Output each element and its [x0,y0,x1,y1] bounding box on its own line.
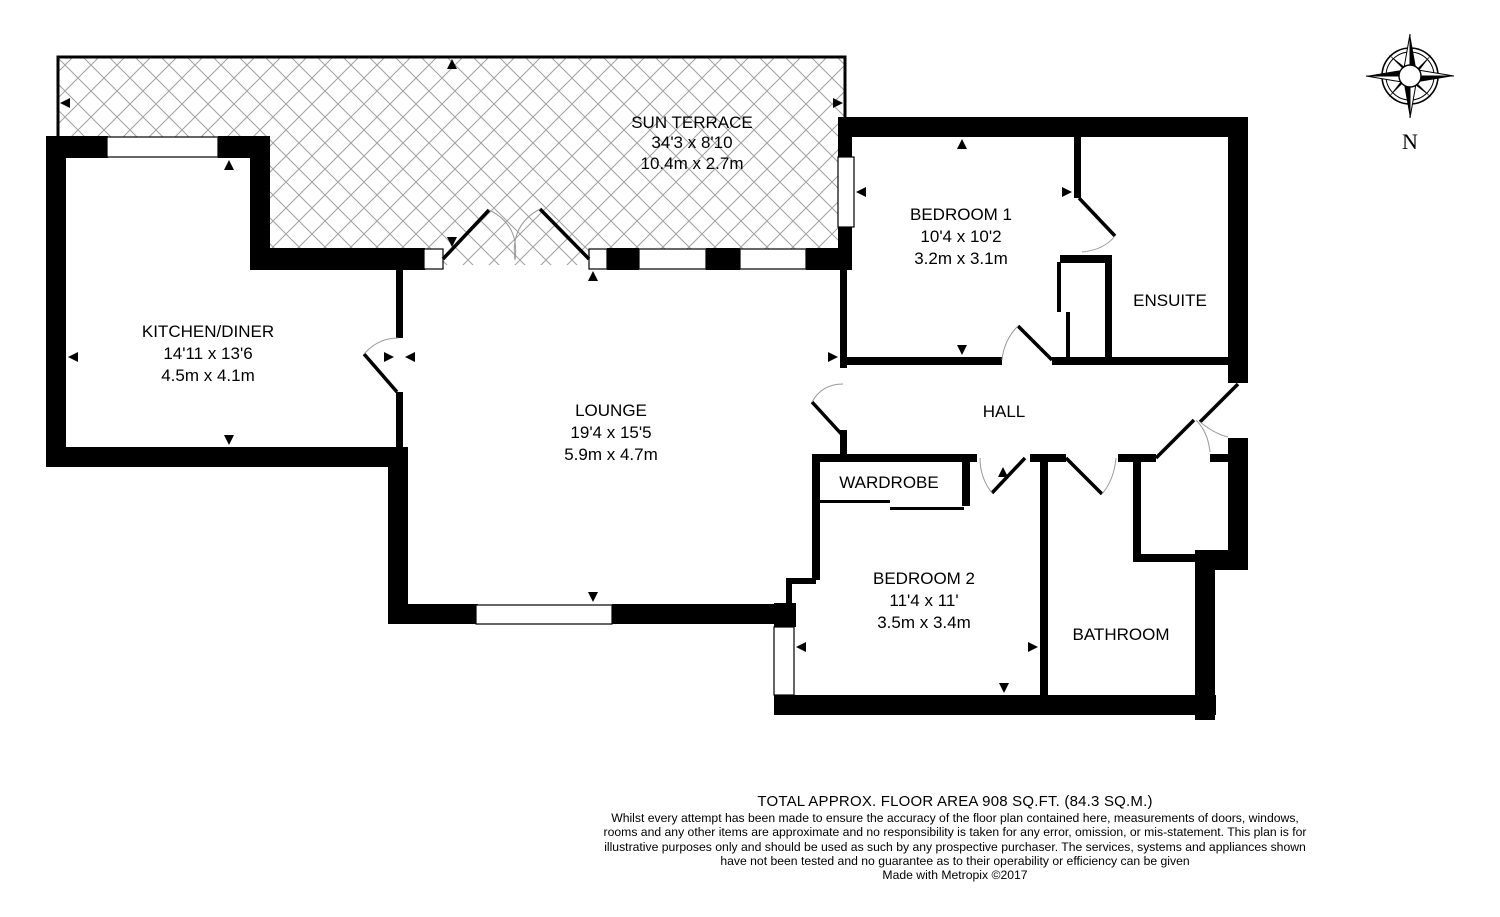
svg-text:10'4 x 10'2: 10'4 x 10'2 [920,227,1001,246]
room-label-lounge: LOUNGE 19'4 x 15'5 5.9m x 4.7m [564,401,658,464]
total-floor-area: TOTAL APPROX. FLOOR AREA 908 SQ.FT. (84.… [757,793,1153,810]
walls [46,117,1248,720]
room-label-bathroom: BATHROOM [1073,625,1170,644]
svg-text:LOUNGE: LOUNGE [575,401,647,420]
svg-text:BEDROOM 2: BEDROOM 2 [873,569,975,588]
svg-text:19'4 x 15'5: 19'4 x 15'5 [570,423,651,442]
sun-terrace [56,55,847,265]
svg-text:BEDROOM 1: BEDROOM 1 [910,205,1012,224]
svg-text:WARDROBE: WARDROBE [839,473,939,492]
svg-text:3.2m x 3.1m: 3.2m x 3.1m [914,249,1008,268]
room-label-hall: HALL [983,402,1026,421]
svg-text:BATHROOM: BATHROOM [1073,625,1170,644]
disclaimer-text: Whilst every attempt has been made to en… [603,811,1307,868]
compass-north-label: N [1402,129,1418,154]
svg-text:HALL: HALL [983,402,1026,421]
svg-text:5.9m x 4.7m: 5.9m x 4.7m [564,445,658,464]
svg-text:14'11 x 13'6: 14'11 x 13'6 [163,344,252,363]
svg-text:SUN TERRACE: SUN TERRACE [631,113,753,132]
room-label-kitchen-diner: KITCHEN/DINER 14'11 x 13'6 4.5m x 4.1m [142,322,274,385]
windows [106,136,855,696]
svg-text:10.4m x 2.7m: 10.4m x 2.7m [641,154,744,173]
room-label-ensuite: ENSUITE [1133,291,1207,310]
svg-text:11'4 x 11': 11'4 x 11' [889,591,958,610]
svg-text:KITCHEN/DINER: KITCHEN/DINER [142,322,274,341]
svg-text:ENSUITE: ENSUITE [1133,291,1207,310]
svg-text:3.5m x 3.4m: 3.5m x 3.4m [877,613,971,632]
compass-rose-icon [1365,33,1455,119]
room-label-wardrobe: WARDROBE [839,473,939,492]
room-label-bedroom-2: BEDROOM 2 11'4 x 11' 3.5m x 3.4m [873,569,975,632]
doors [362,196,1240,496]
dimension-arrows [60,59,1072,693]
room-label-sun-terrace: SUN TERRACE 34'3 x 8'10 10.4m x 2.7m [631,113,753,173]
footer: TOTAL APPROX. FLOOR AREA 908 SQ.FT. (84.… [600,792,1310,882]
svg-text:4.5m x 4.1m: 4.5m x 4.1m [161,366,255,385]
made-with-credit: Made with Metropix ©2017 [882,868,1028,883]
room-label-bedroom-1: BEDROOM 1 10'4 x 10'2 3.2m x 3.1m [910,205,1012,268]
svg-text:34'3 x 8'10: 34'3 x 8'10 [651,133,732,152]
